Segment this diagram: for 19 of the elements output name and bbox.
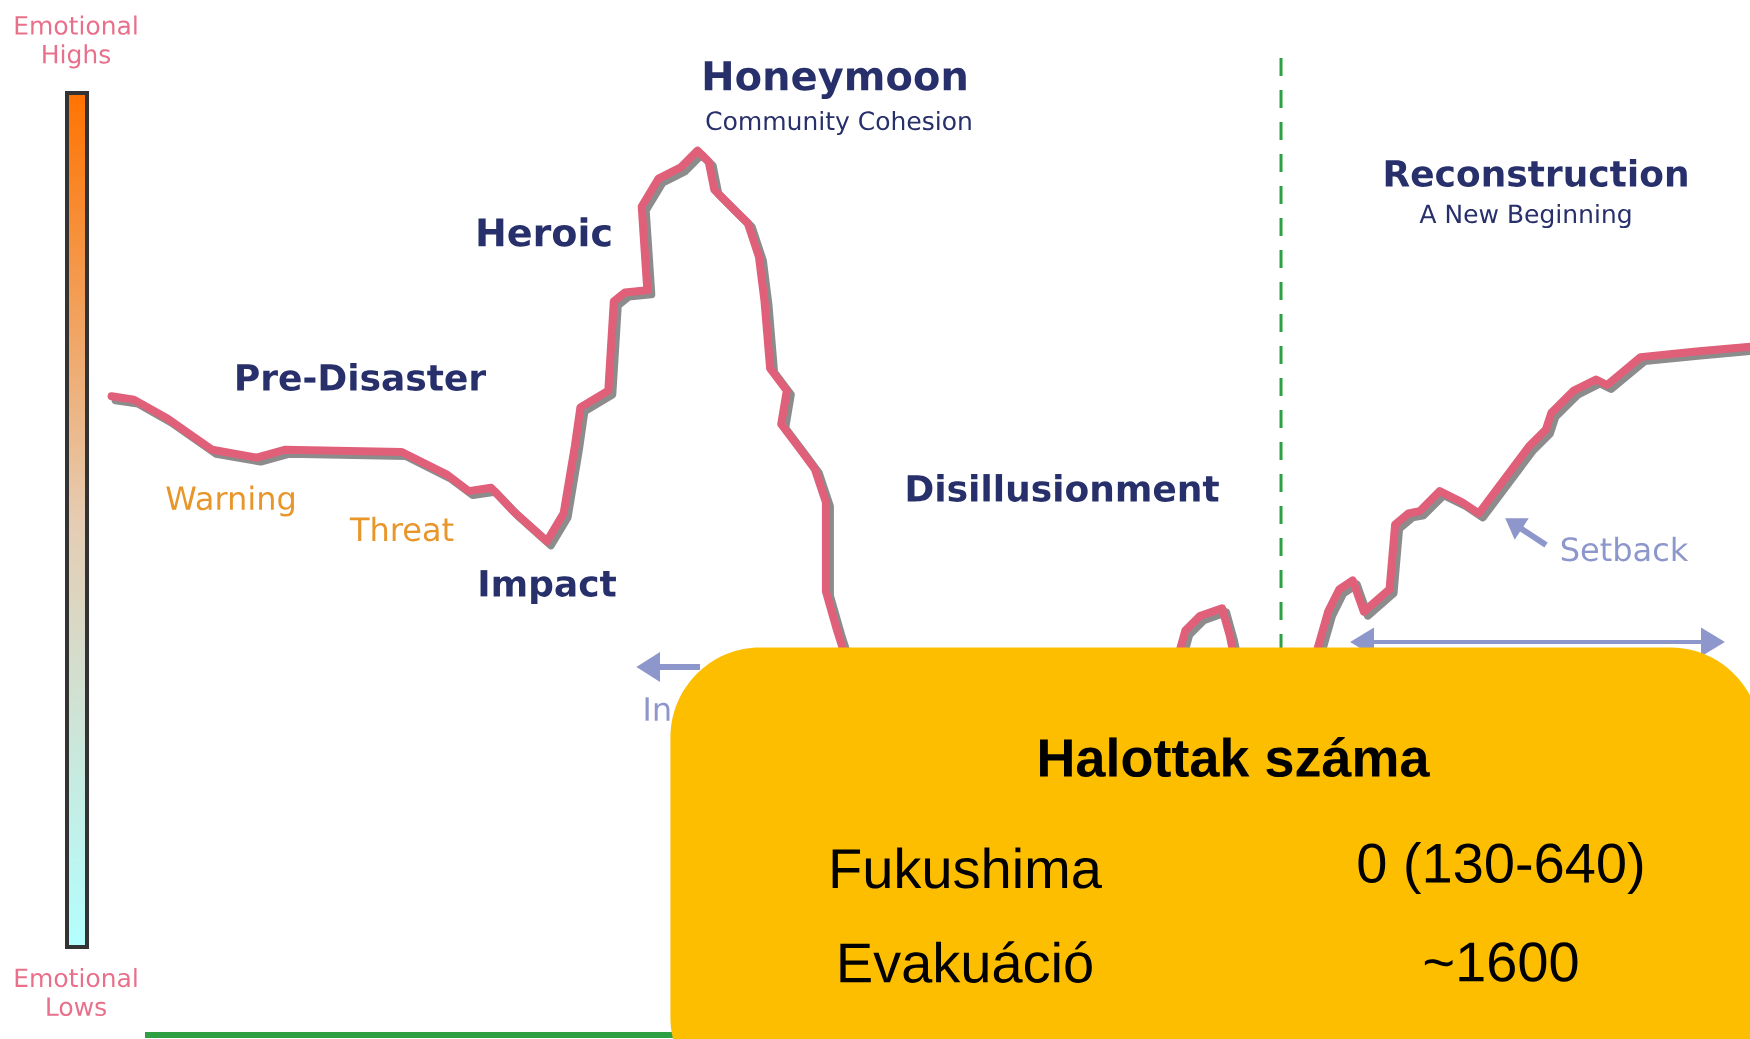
table-heading: Halottak száma xyxy=(1040,736,1430,778)
phase-subtitle: A New Beginning xyxy=(1419,203,1631,229)
setback-label: Setback xyxy=(1561,536,1689,562)
row-label: Fukushima xyxy=(832,847,1102,889)
info-box xyxy=(670,647,1750,1039)
phase-heading: Honeymoon xyxy=(704,61,966,99)
phase-label: Warning xyxy=(166,485,294,517)
phase-label: Threat xyxy=(349,516,454,542)
row-label: Evakuáció xyxy=(840,941,1092,983)
phase-subtitle: Community Cohesion xyxy=(706,110,971,136)
phase-heading: Heroic xyxy=(478,217,611,247)
phase-heading: Impact xyxy=(480,570,616,604)
scale-label: Emotional Highs xyxy=(15,15,137,69)
phase-heading: Pre-Disaster xyxy=(237,363,486,391)
phase-heading: Reconstruction xyxy=(1385,159,1687,187)
value-text: ~1600 xyxy=(1424,942,1578,982)
value-text: 0 (130-640) xyxy=(1358,841,1643,895)
scale-label: Emotional Lows xyxy=(15,967,137,1017)
phase-heading: Disillusionment xyxy=(907,474,1219,502)
